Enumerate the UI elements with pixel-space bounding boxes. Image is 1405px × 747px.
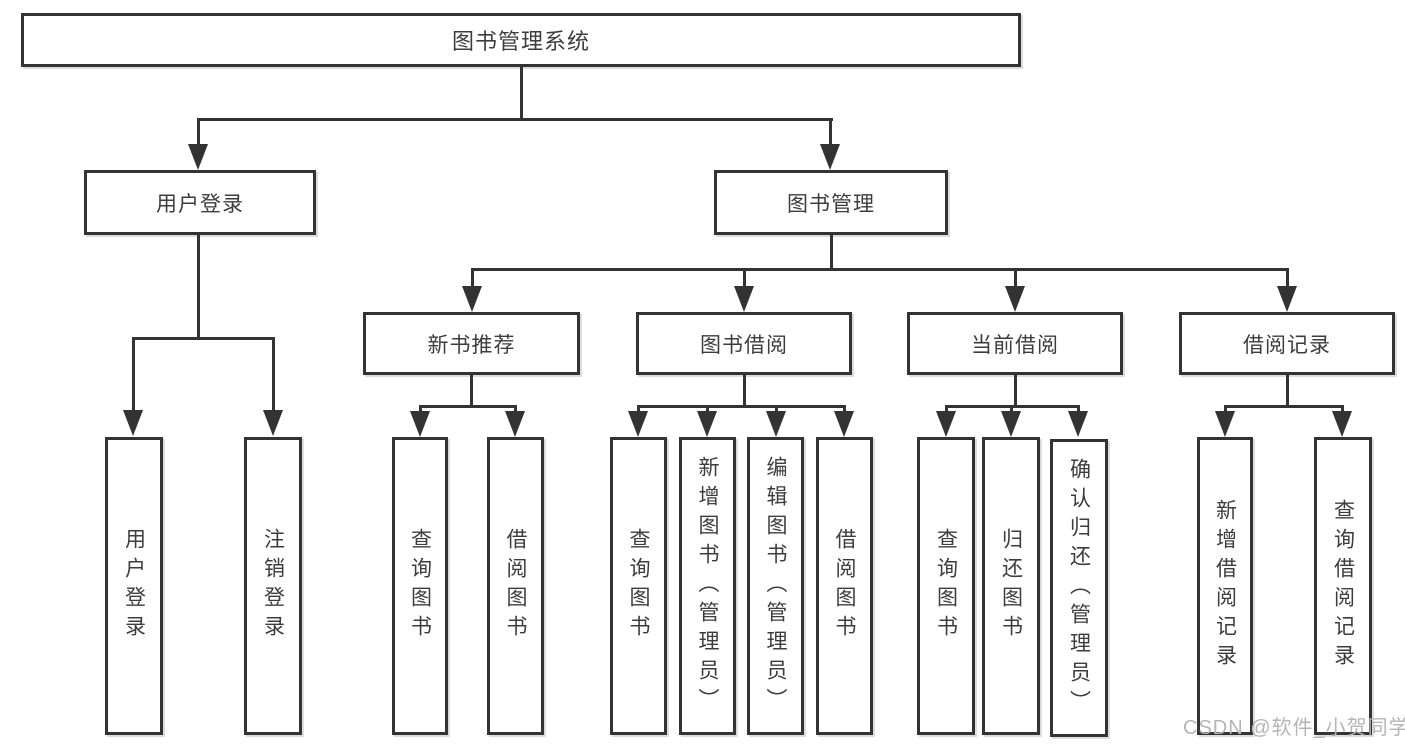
arrowhead-logout <box>263 410 283 436</box>
connector-g3c3-stem <box>1077 405 1080 413</box>
node-recommend-borrow-book: 借阅图书 <box>487 437 544 735</box>
node-records-query-record-label: 查询借阅记录 <box>1331 499 1355 673</box>
connector-g2c2-stem <box>706 405 709 413</box>
arrowhead-g1c1 <box>410 411 430 437</box>
node-new-book-recommend-label: 新书推荐 <box>427 333 516 357</box>
node-book-borrow: 图书借阅 <box>636 312 852 375</box>
arrowhead-g2c4 <box>834 411 854 437</box>
connector-g1-hline <box>419 405 517 408</box>
arrowhead-g3c2 <box>1001 411 1021 437</box>
arrowhead-g4c2 <box>1332 411 1352 437</box>
node-current-borrow-label: 当前借阅 <box>971 333 1059 357</box>
connector-root-stub <box>520 67 523 120</box>
connector-g3c1-stem <box>945 405 948 413</box>
connector-book-mgmt-stub <box>830 235 833 270</box>
connector-g4-hline <box>1224 405 1344 408</box>
connector-g2c1-stem <box>637 405 640 413</box>
arrowhead-user-login <box>188 144 208 170</box>
connector-user-login-hline <box>132 337 275 340</box>
node-borrow-add-book-admin: 新增图书（管理员） <box>679 437 736 735</box>
connector-current-stem <box>1014 268 1017 288</box>
arrowhead-g1c2 <box>505 411 525 437</box>
node-borrow-query-book-label: 查询图书 <box>627 528 650 644</box>
connector-g4c1-stem <box>1224 405 1227 413</box>
arrowhead-g3c3 <box>1068 411 1088 437</box>
node-logout-label: 注销登录 <box>261 528 285 644</box>
node-system-root: 图书管理系统 <box>21 13 1021 67</box>
node-recommend-query-book-label: 查询图书 <box>408 528 432 644</box>
node-records-add-record: 新增借阅记录 <box>1197 437 1253 735</box>
node-book-borrow-label: 图书借阅 <box>700 333 788 357</box>
connector-borrow-stem <box>743 268 746 288</box>
node-borrow-records-label: 借阅记录 <box>1243 333 1331 357</box>
node-book-management: 图书管理 <box>714 170 948 235</box>
arrowhead-records <box>1277 286 1297 312</box>
connector-records-stem <box>1286 268 1289 288</box>
connector-g1c2-stem <box>514 405 517 413</box>
arrowhead-recommend <box>462 286 482 312</box>
node-recommend-query-book: 查询图书 <box>392 437 448 735</box>
node-borrow-edit-book-admin: 编辑图书（管理员） <box>747 437 804 735</box>
connector-logout-stem <box>272 337 275 412</box>
connector-g1-stub <box>470 375 473 407</box>
connector-g2-hline <box>637 405 846 408</box>
node-borrow-borrow-book-label: 借阅图书 <box>833 528 856 644</box>
connector-g2c4-stem <box>843 405 846 413</box>
arrowhead-g2c3 <box>766 411 786 437</box>
connector-g3-stub <box>1014 375 1017 407</box>
connector-g4-stub <box>1286 375 1289 407</box>
watermark: CSDN @软件_小贺同学 <box>1183 717 1405 739</box>
node-borrow-borrow-book: 借阅图书 <box>816 437 873 735</box>
node-current-borrow: 当前借阅 <box>907 312 1123 375</box>
connector-g3c2-stem <box>1010 405 1013 413</box>
node-borrow-records: 借阅记录 <box>1179 312 1395 375</box>
node-borrow-edit-book-admin-label: 编辑图书（管理员） <box>764 455 787 717</box>
arrowhead-login <box>123 410 143 436</box>
node-recommend-borrow-book-label: 借阅图书 <box>504 528 527 644</box>
node-borrow-add-book-admin-label: 新增图书（管理员） <box>696 455 719 717</box>
node-current-confirm-return-admin-label: 确认归还（管理员） <box>1067 457 1091 719</box>
node-records-query-record: 查询借阅记录 <box>1314 437 1372 735</box>
connector-g2-stub <box>743 375 746 407</box>
arrowhead-book-mgmt <box>820 144 840 170</box>
node-login-label: 用户登录 <box>122 528 146 644</box>
arrowhead-current <box>1005 286 1025 312</box>
arrowhead-g3c1 <box>936 411 956 437</box>
arrowhead-g4c1 <box>1215 411 1235 437</box>
node-login: 用户登录 <box>105 437 163 735</box>
node-current-return-book: 归还图书 <box>982 437 1040 735</box>
connector-g4c2-stem <box>1341 405 1344 413</box>
arrowhead-g2c1 <box>628 411 648 437</box>
node-borrow-query-book: 查询图书 <box>610 437 667 735</box>
connector-book-mgmt-stem <box>829 118 832 146</box>
node-current-query-book-label: 查询图书 <box>934 528 958 644</box>
connector-root-hline <box>197 118 833 121</box>
connector-user-login-stem <box>197 118 200 146</box>
arrowhead-g2c2 <box>697 411 717 437</box>
connector-recommend-stem <box>471 268 474 288</box>
connector-g2c3-stem <box>775 405 778 413</box>
connector-user-login-stub <box>197 235 200 339</box>
node-current-return-book-label: 归还图书 <box>999 528 1023 644</box>
node-new-book-recommend: 新书推荐 <box>363 312 580 375</box>
node-records-add-record-label: 新增借阅记录 <box>1213 499 1237 673</box>
connector-book-mgmt-hline <box>471 268 1289 271</box>
arrowhead-borrow <box>734 286 754 312</box>
node-logout: 注销登录 <box>244 437 302 735</box>
node-current-confirm-return-admin: 确认归还（管理员） <box>1050 439 1108 737</box>
node-user-login: 用户登录 <box>84 170 316 235</box>
node-book-management-label: 图书管理 <box>787 192 875 216</box>
connector-g1c1-stem <box>419 405 422 413</box>
connector-login-stem <box>132 337 135 412</box>
node-current-query-book: 查询图书 <box>917 437 975 735</box>
node-system-root-label: 图书管理系统 <box>451 29 590 54</box>
node-user-login-label: 用户登录 <box>156 192 244 216</box>
